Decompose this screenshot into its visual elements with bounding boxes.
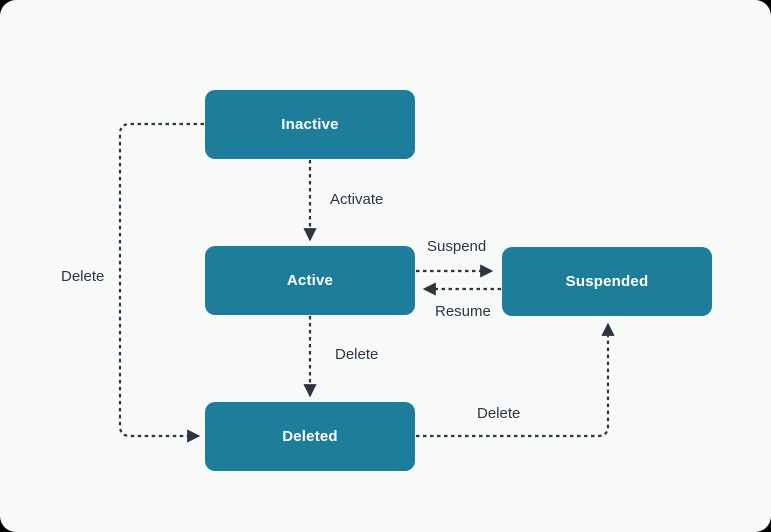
state-node-active: Active bbox=[205, 246, 415, 315]
edge-label-suspend: Suspend bbox=[427, 238, 487, 255]
state-label-suspended: Suspended bbox=[565, 273, 649, 290]
state-label-inactive: Inactive bbox=[281, 116, 339, 133]
state-node-inactive: Inactive bbox=[205, 90, 415, 159]
state-label-deleted: Deleted bbox=[282, 428, 338, 445]
edge-deleted-to-suspended bbox=[416, 322, 615, 438]
edge-label-delete-inactive-deleted: Delete bbox=[61, 268, 105, 285]
state-node-deleted: Deleted bbox=[205, 402, 415, 471]
edge-label-delete-active-deleted: Delete bbox=[335, 346, 379, 363]
edge-label-activate: Activate bbox=[330, 191, 384, 208]
state-node-suspended: Suspended bbox=[502, 247, 712, 316]
edge-inactive-to-deleted bbox=[118, 122, 204, 443]
edge-label-resume: Resume bbox=[435, 303, 491, 320]
edge-label-delete-deleted-suspended: Delete bbox=[477, 405, 521, 422]
state-label-active: Active bbox=[286, 272, 334, 289]
